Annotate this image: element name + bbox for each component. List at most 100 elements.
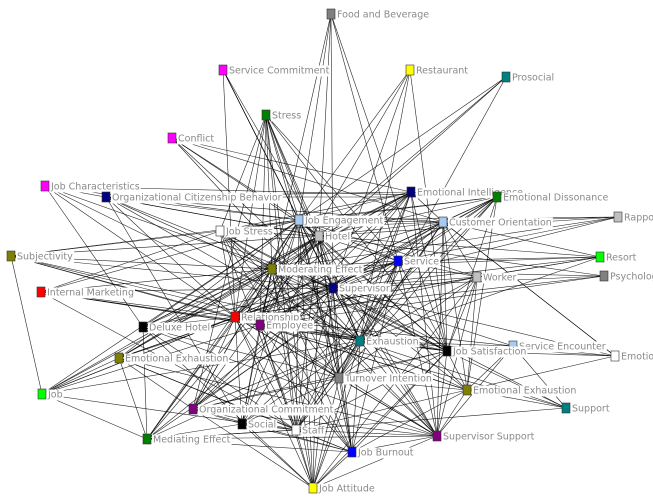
node-marker[interactable] — [6, 250, 16, 262]
node[interactable]: Customer Orientation — [438, 216, 553, 229]
node[interactable]: Emotional Intelligence — [406, 186, 525, 199]
node[interactable]: Emotional Exhaustion — [462, 384, 578, 397]
node-label-background — [301, 425, 326, 437]
node-marker[interactable] — [167, 132, 177, 144]
edge — [192, 377, 340, 410]
node-marker[interactable] — [406, 186, 416, 198]
node-marker[interactable] — [501, 71, 511, 83]
node[interactable]: Organizational Commitment — [188, 403, 335, 416]
node[interactable]: Conflict — [167, 132, 216, 145]
node-label-background — [317, 483, 376, 495]
node-marker[interactable] — [472, 271, 482, 283]
node-marker[interactable] — [261, 109, 271, 121]
node-marker[interactable] — [328, 282, 338, 294]
node[interactable]: Emotional Exhaustion — [114, 352, 230, 365]
node[interactable]: Moderating Effect — [267, 263, 364, 276]
edge — [105, 196, 236, 318]
edge — [234, 276, 478, 318]
node-marker[interactable] — [405, 64, 415, 76]
node[interactable]: Job Attitude — [308, 482, 376, 495]
node[interactable]: Psychological — [599, 270, 653, 283]
node-label-background — [265, 320, 315, 332]
node[interactable]: Employee — [255, 319, 315, 332]
node[interactable]: Resort — [595, 251, 638, 264]
node[interactable]: Relationship — [230, 311, 301, 324]
node-marker[interactable] — [40, 180, 50, 192]
node[interactable]: Rapport — [613, 211, 653, 224]
node-marker[interactable] — [462, 384, 472, 396]
node-marker[interactable] — [334, 372, 344, 384]
edge — [192, 340, 361, 410]
node-marker[interactable] — [291, 424, 301, 436]
edge — [466, 355, 616, 391]
node-marker[interactable] — [36, 286, 46, 298]
node[interactable]: Service Commitment — [218, 64, 331, 77]
node[interactable]: Emotional Dissonance — [492, 191, 610, 204]
node-marker[interactable] — [308, 482, 318, 494]
edge — [298, 76, 507, 221]
node-marker[interactable] — [142, 433, 152, 445]
edge — [436, 350, 448, 437]
node-marker[interactable] — [393, 255, 403, 267]
edge — [259, 114, 267, 326]
node-marker[interactable] — [188, 403, 198, 415]
node[interactable]: Restaurant — [405, 64, 470, 77]
node-marker[interactable] — [314, 230, 324, 242]
node-marker[interactable] — [37, 388, 47, 400]
node-marker[interactable] — [215, 225, 225, 237]
node[interactable]: Internal Marketing — [36, 286, 135, 299]
node[interactable]: Support — [561, 402, 611, 415]
node[interactable]: Job Engagement — [294, 214, 385, 227]
node-marker[interactable] — [610, 350, 620, 362]
node[interactable]: Mediating Effect — [142, 433, 232, 446]
node[interactable]: Job Burnout — [347, 446, 415, 459]
node[interactable]: Supervisor — [328, 282, 391, 295]
node-marker[interactable] — [255, 319, 265, 331]
node[interactable]: Supervisor Support — [432, 430, 536, 443]
node-label: Relationship — [241, 313, 299, 324]
node-marker[interactable] — [492, 191, 502, 203]
node[interactable]: Deluxe Hotel — [138, 321, 212, 334]
node-marker[interactable] — [442, 345, 452, 357]
node-marker[interactable] — [355, 335, 365, 347]
edge — [105, 196, 448, 352]
node-marker[interactable] — [237, 418, 247, 430]
node-marker[interactable] — [347, 446, 357, 458]
node[interactable]: Job — [37, 388, 64, 401]
node[interactable]: Job Satisfaction — [442, 345, 528, 358]
edge — [241, 287, 334, 425]
node-marker[interactable] — [432, 430, 442, 442]
node[interactable]: Exhaustion — [355, 335, 420, 348]
node-marker[interactable] — [599, 270, 609, 282]
node-marker[interactable] — [114, 352, 124, 364]
node-marker[interactable] — [561, 402, 571, 414]
node-marker[interactable] — [218, 64, 228, 76]
node[interactable]: Hotel — [314, 230, 352, 243]
node-label: Organizational Commitment — [199, 405, 334, 416]
node-marker[interactable] — [230, 311, 240, 323]
node[interactable]: Service — [393, 255, 441, 268]
edge — [234, 191, 412, 318]
node[interactable]: Subjectivity — [6, 250, 75, 263]
node[interactable]: Social — [237, 418, 278, 431]
node-marker[interactable] — [613, 211, 623, 223]
node-marker[interactable] — [438, 216, 448, 228]
node-marker[interactable] — [138, 321, 148, 333]
node[interactable]: Emotion — [610, 350, 653, 363]
node[interactable]: Job Stress — [215, 225, 274, 238]
node-marker[interactable] — [101, 191, 111, 203]
node-marker[interactable] — [326, 8, 336, 20]
node[interactable]: Organizational Citizenship Behavior — [101, 191, 283, 204]
node[interactable]: Food and Beverage — [326, 8, 431, 21]
node[interactable]: Staff — [291, 424, 326, 437]
node[interactable]: Turnover Intention — [334, 372, 433, 385]
edge — [171, 137, 334, 289]
node[interactable]: Job Characteristics — [40, 180, 141, 193]
node-marker[interactable] — [267, 263, 277, 275]
node-marker[interactable] — [595, 251, 605, 263]
node[interactable]: Prosocial — [501, 71, 556, 84]
node-marker[interactable] — [294, 214, 304, 226]
node[interactable]: Stress — [261, 109, 303, 122]
node-label: Supervisor — [339, 284, 390, 295]
node[interactable]: Worker — [472, 271, 518, 284]
